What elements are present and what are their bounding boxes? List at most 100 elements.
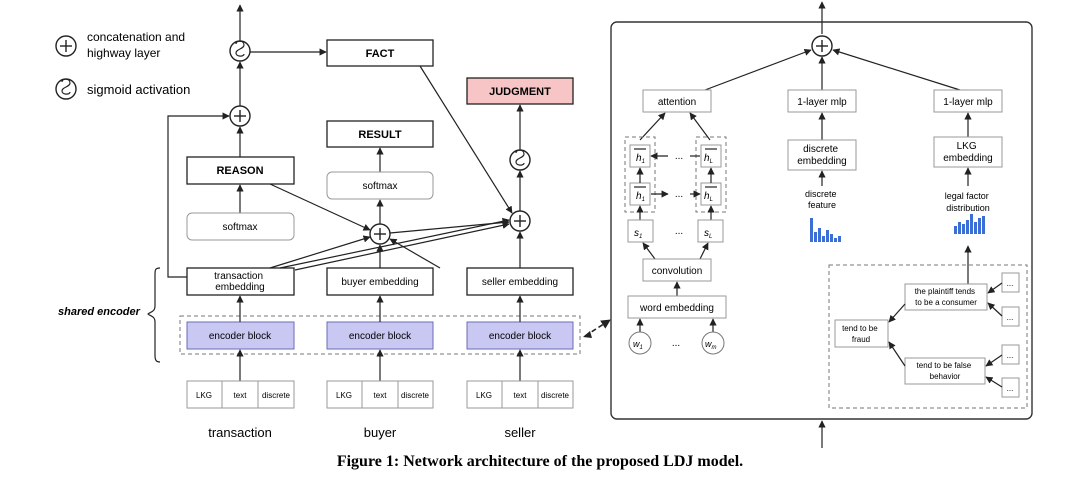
legal-factor-line1: legal factor	[945, 191, 989, 201]
buyer-embedding-box	[326, 267, 434, 296]
reason-label: REASON	[216, 165, 263, 177]
s-ellipsis: ...	[675, 226, 683, 237]
discrete-mlp-box	[787, 89, 857, 113]
svg-text:hL: hL	[704, 153, 713, 165]
legal-factor-label: legal factor distribution	[945, 191, 992, 213]
lkg-mlp-label: 1-layer mlp	[943, 97, 993, 108]
seller-encoder-block	[466, 321, 574, 350]
result-box	[326, 120, 434, 148]
svg-text:sL: sL	[704, 228, 712, 240]
lkg-mlp-box	[933, 89, 1003, 113]
convolution-box	[642, 258, 712, 282]
discrete-embedding-label: discrete embedding	[797, 144, 846, 167]
result-softmax-label: softmax	[362, 181, 397, 192]
judgment-box	[466, 77, 574, 105]
leaf-ellipsis-2: ...	[1007, 313, 1014, 322]
hL-backward-symbol: h	[704, 153, 710, 164]
seller-embedding-label: seller embedding	[482, 277, 558, 288]
wm-node: wm	[701, 331, 725, 355]
h1-backward-sub: 1	[642, 159, 645, 165]
legal-factor-histogram	[954, 214, 985, 234]
left-model: FACT REASON softmax transaction embeddin…	[58, 4, 611, 440]
seller-sigmoid-node	[509, 149, 531, 171]
transaction-inputs: LKG text discrete	[186, 380, 295, 409]
transaction-concat-node	[229, 105, 251, 127]
seller-input-text: text	[514, 391, 528, 400]
attention-label: attention	[658, 97, 696, 108]
bilstm-bottom-ellipsis: ...	[675, 189, 683, 200]
s1-node: s1	[627, 219, 654, 243]
buyer-input-discrete: discrete	[401, 391, 430, 400]
fraud-line2: fraud	[852, 335, 870, 344]
plaintiff-line1: the plaintiff tends	[915, 287, 975, 296]
discrete-feature-line1: discrete	[805, 189, 837, 199]
reason-softmax-label: softmax	[222, 222, 257, 233]
plaintiff-label: the plaintiff tends to be a consumer	[915, 287, 978, 307]
leaf-ellipsis-4: ...	[1007, 384, 1014, 393]
transaction-embedding-line2: embedding	[215, 282, 264, 293]
seller-embedding-box	[466, 267, 574, 296]
sL-sub: L	[709, 234, 712, 240]
hL-forward-node: hL	[700, 182, 722, 206]
discrete-mlp-label: 1-layer mlp	[797, 97, 847, 108]
encoder-detail-panel: attention h1 hL h1 hL ... ...	[610, 1, 1033, 448]
fraud-line1: tend to be	[842, 324, 878, 333]
wm-symbol: w	[705, 339, 712, 349]
seller-inputs: LKG text discrete	[466, 380, 574, 409]
leaf-ellipsis-1: ...	[1007, 279, 1014, 288]
lkg-graph-container	[828, 264, 1028, 409]
lkg-embedding-line2: embedding	[943, 153, 992, 164]
hL-forward-sub: L	[710, 197, 713, 203]
concat-legend-icon	[55, 35, 77, 57]
transaction-embedding-line1: transaction	[214, 271, 263, 282]
wm-sub: m	[712, 345, 717, 351]
w-ellipsis: ...	[672, 338, 680, 349]
false-behavior-label: tend to be false behavior	[917, 361, 974, 381]
w1-sub: 1	[640, 345, 643, 351]
w1-symbol: w	[633, 339, 640, 349]
svg-text:h1: h1	[636, 153, 645, 165]
transaction-encoder-block	[186, 321, 295, 350]
fact-label: FACT	[366, 48, 395, 60]
leaf-nodes: ... ... ... ...	[1001, 272, 1020, 398]
hL-backward-node: hL	[700, 144, 722, 168]
discrete-embedding-box	[787, 139, 857, 171]
sL-symbol: s	[704, 228, 709, 239]
w1-node: w1	[628, 331, 652, 355]
transaction-embedding-label: transaction embedding	[214, 271, 266, 293]
discrete-feature-label: discrete feature	[805, 189, 839, 210]
reason-box	[186, 156, 295, 185]
seller-input-lkg: LKG	[476, 391, 492, 400]
legend-sigmoid-label: sigmoid activation	[87, 82, 190, 97]
result-label: RESULT	[358, 129, 401, 141]
attention-box	[642, 89, 712, 113]
h1-backward-symbol: h	[636, 153, 642, 164]
transaction-input-lkg: LKG	[196, 391, 212, 400]
transaction-input-discrete: discrete	[262, 391, 291, 400]
seller-concat-node	[509, 210, 531, 232]
sigmoid-legend-icon	[55, 78, 77, 100]
group-label-seller: seller	[504, 425, 536, 440]
hL-backward-sub: L	[710, 159, 713, 165]
bilstm-top-ellipsis: ...	[675, 151, 683, 162]
false-behavior-line2: behavior	[930, 372, 961, 381]
transaction-input-text: text	[234, 391, 248, 400]
buyer-concat-node	[369, 223, 391, 245]
leaf-ellipsis-3: ...	[1007, 351, 1014, 360]
h1-backward-node: h1	[629, 144, 651, 168]
transaction-sigmoid-node	[229, 40, 251, 62]
convolution-label: convolution	[652, 266, 703, 277]
plaintiff-line2: to be a consumer	[915, 298, 977, 307]
reason-softmax-box	[186, 212, 295, 241]
transaction-embedding-box	[186, 267, 295, 296]
lkg-embedding-box	[933, 136, 1003, 168]
discrete-feature-histogram	[810, 218, 841, 242]
legend-concat-line1: concatenation and	[87, 30, 185, 44]
buyer-encoder-label: encoder block	[349, 331, 412, 342]
result-softmax-box	[326, 171, 434, 200]
legend-concat-line2: highway layer	[87, 46, 160, 60]
group-label-transaction: transaction	[208, 425, 272, 440]
group-label-buyer: buyer	[364, 425, 397, 440]
seller-encoder-label: encoder block	[489, 331, 552, 342]
